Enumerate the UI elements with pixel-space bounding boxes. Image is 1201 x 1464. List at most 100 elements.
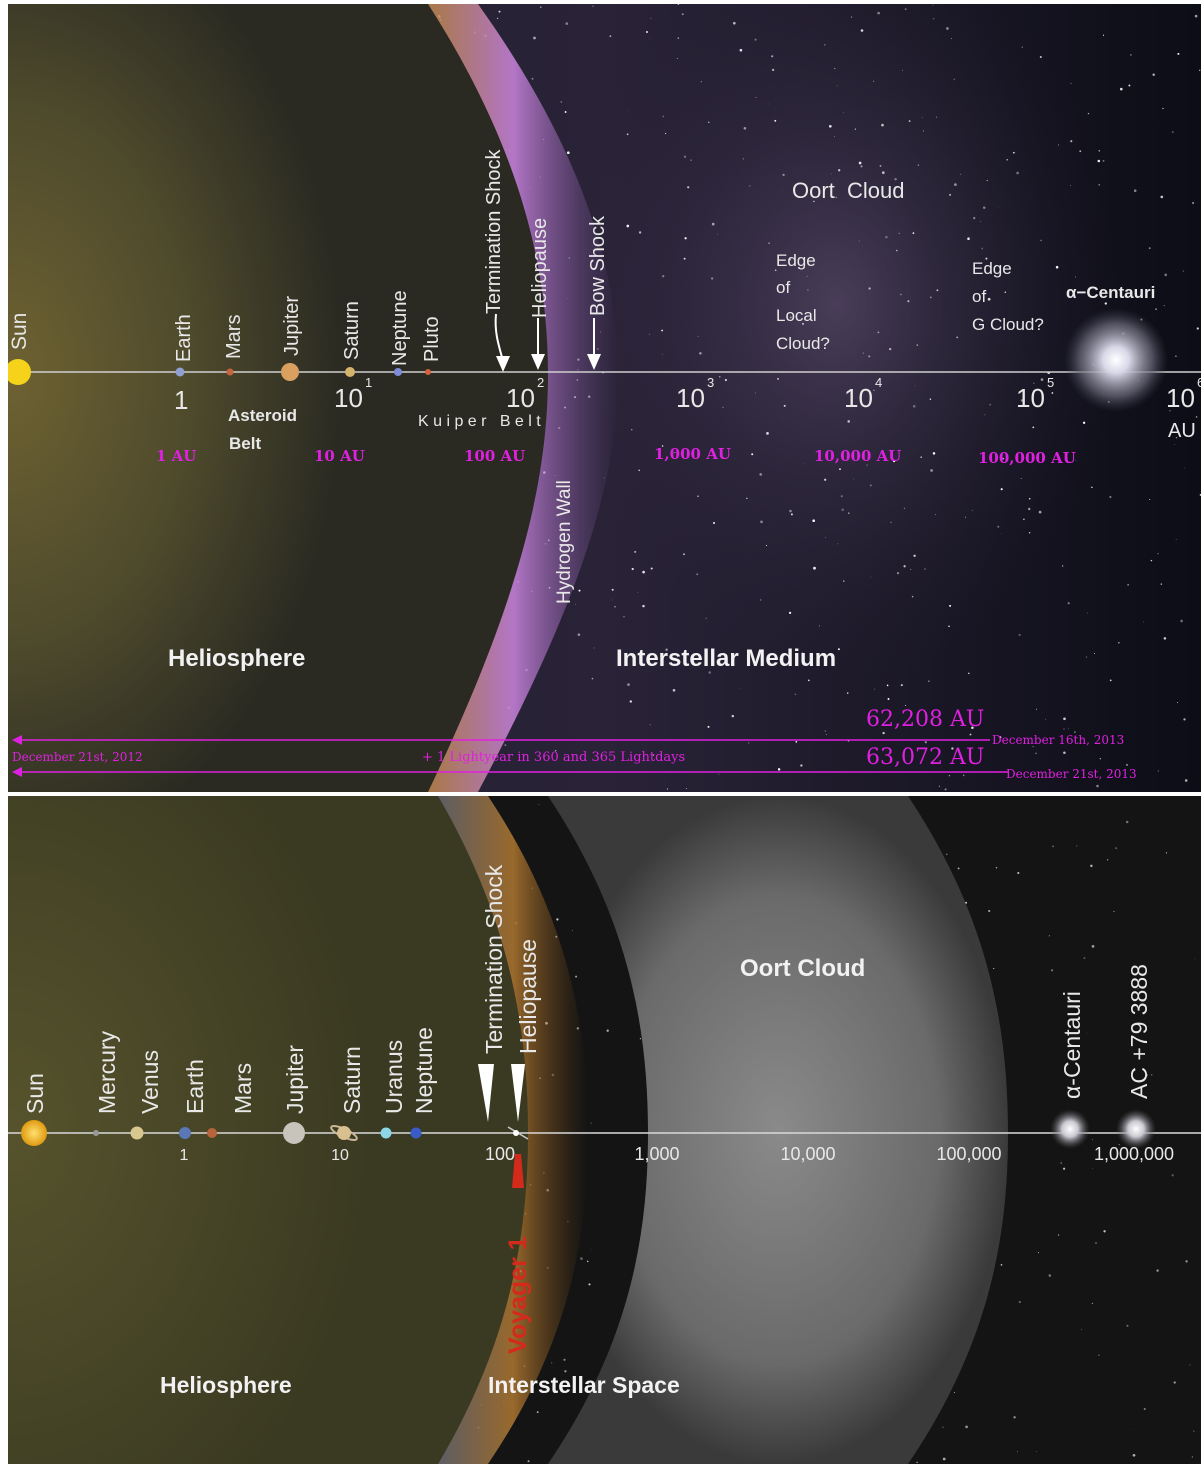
star-dot — [606, 1029, 609, 1032]
star-dot — [1068, 728, 1070, 730]
star-dot — [696, 573, 699, 576]
star-dot — [551, 1362, 553, 1364]
star-dot — [626, 224, 630, 228]
bow-shock-arrowhead-icon — [587, 354, 601, 370]
star-dot — [683, 553, 685, 556]
star-dot — [860, 29, 864, 32]
star-dot — [896, 572, 900, 575]
star-dot — [1082, 421, 1086, 424]
star-dot — [826, 733, 828, 735]
star-dot — [611, 588, 614, 591]
star-dot — [687, 186, 690, 189]
star-dot — [962, 774, 965, 777]
kuiper-belt-label: K u i p e r B e l t — [418, 413, 541, 430]
star-dot — [789, 611, 792, 614]
star-dot — [789, 259, 791, 261]
star-dot — [498, 10, 501, 13]
venus-icon — [130, 1126, 144, 1140]
jupiter-icon — [281, 363, 299, 381]
star-dot — [1051, 392, 1054, 394]
star-dot — [916, 1461, 918, 1464]
star-dot — [903, 565, 906, 568]
star-dot — [719, 376, 721, 378]
neptune-label: Neptune — [389, 290, 411, 366]
star-dot — [881, 123, 884, 127]
star-dot — [951, 747, 954, 750]
mars-icon — [207, 1128, 217, 1138]
star-dot — [754, 392, 756, 394]
star-dot — [1040, 239, 1042, 242]
heliosphere-region-label: Heliosphere — [160, 1372, 292, 1398]
star-dot — [873, 80, 875, 82]
alpha-centauri-icon — [1064, 308, 1168, 412]
star-dot — [813, 200, 815, 203]
star-dot — [858, 240, 860, 242]
au-marker-label: 1,000 AU — [654, 445, 731, 463]
star-dot — [626, 110, 628, 111]
star-dot — [1098, 1354, 1100, 1356]
star-dot — [783, 404, 786, 407]
milky-way-glow — [558, 4, 1118, 684]
star-dot — [1175, 355, 1177, 357]
star-dot — [1057, 144, 1060, 146]
star-dot — [631, 429, 633, 431]
star-dot — [1175, 539, 1177, 541]
alpha-centauri-label: α−Centauri — [1066, 283, 1155, 302]
star-dot — [946, 27, 949, 30]
voyager-pointer-icon — [512, 1154, 524, 1188]
star-dot — [956, 336, 959, 339]
voyager-position-icon — [513, 1130, 519, 1136]
tick-exponent: 5 — [1047, 375, 1054, 390]
star-dot — [896, 249, 898, 252]
star-dot — [1039, 55, 1042, 59]
star-dot — [1016, 171, 1019, 175]
star-dot — [593, 647, 595, 649]
star-dot — [806, 275, 808, 277]
star-dot — [1126, 1324, 1129, 1327]
star-dot — [768, 242, 770, 245]
star-dot — [743, 126, 747, 130]
tick-label: 10 — [1166, 383, 1195, 413]
tick-label: 1,000,000 — [1094, 1144, 1174, 1164]
neptune-icon — [394, 368, 402, 376]
star-dot — [911, 595, 914, 598]
star-dot — [1020, 399, 1024, 402]
tick-label: 100 — [485, 1144, 515, 1164]
bottom-diagram-svg: Sun Mercury Venus Earth Mars Jupiter Sat… — [8, 796, 1201, 1464]
saturn-label: Saturn — [339, 1046, 365, 1114]
voyager-label: Voyager 1 — [504, 1236, 532, 1354]
star-dot — [724, 378, 727, 382]
star-dot — [609, 35, 612, 38]
star-dot — [1091, 945, 1095, 948]
star-dot — [1087, 112, 1090, 115]
star-dot — [650, 17, 652, 19]
star-dot — [908, 120, 911, 123]
mars-label: Mars — [223, 315, 245, 359]
star-dot — [932, 452, 936, 455]
top-diagram-svg: Sun Earth Mars Jupiter Saturn Neptune Pl… — [8, 4, 1201, 792]
star-dot — [1070, 185, 1072, 186]
star-dot — [840, 495, 843, 498]
star-dot — [922, 130, 924, 132]
star-dot — [959, 173, 962, 175]
star-dot — [922, 117, 923, 118]
jupiter-label: Jupiter — [282, 1045, 308, 1114]
tick-label: 10 — [506, 383, 535, 413]
axis-unit-label: AU — [1168, 420, 1196, 442]
star-dot — [684, 237, 687, 240]
star-dot — [748, 742, 750, 744]
star-dot — [629, 700, 632, 703]
tick-exponent: 3 — [707, 375, 714, 390]
jupiter-icon — [283, 1122, 305, 1144]
star-dot — [580, 1257, 583, 1260]
star-dot — [1098, 183, 1100, 186]
oort-cloud-label: Oort Cloud — [792, 178, 905, 203]
star-dot — [988, 909, 991, 913]
star-dot — [1070, 140, 1073, 143]
star-dot — [1079, 150, 1082, 153]
star-dot — [1118, 1144, 1120, 1146]
star-dot — [1172, 131, 1174, 133]
star-dot — [1083, 957, 1086, 960]
heliopause-band — [438, 796, 588, 1464]
star-dot — [886, 684, 889, 687]
